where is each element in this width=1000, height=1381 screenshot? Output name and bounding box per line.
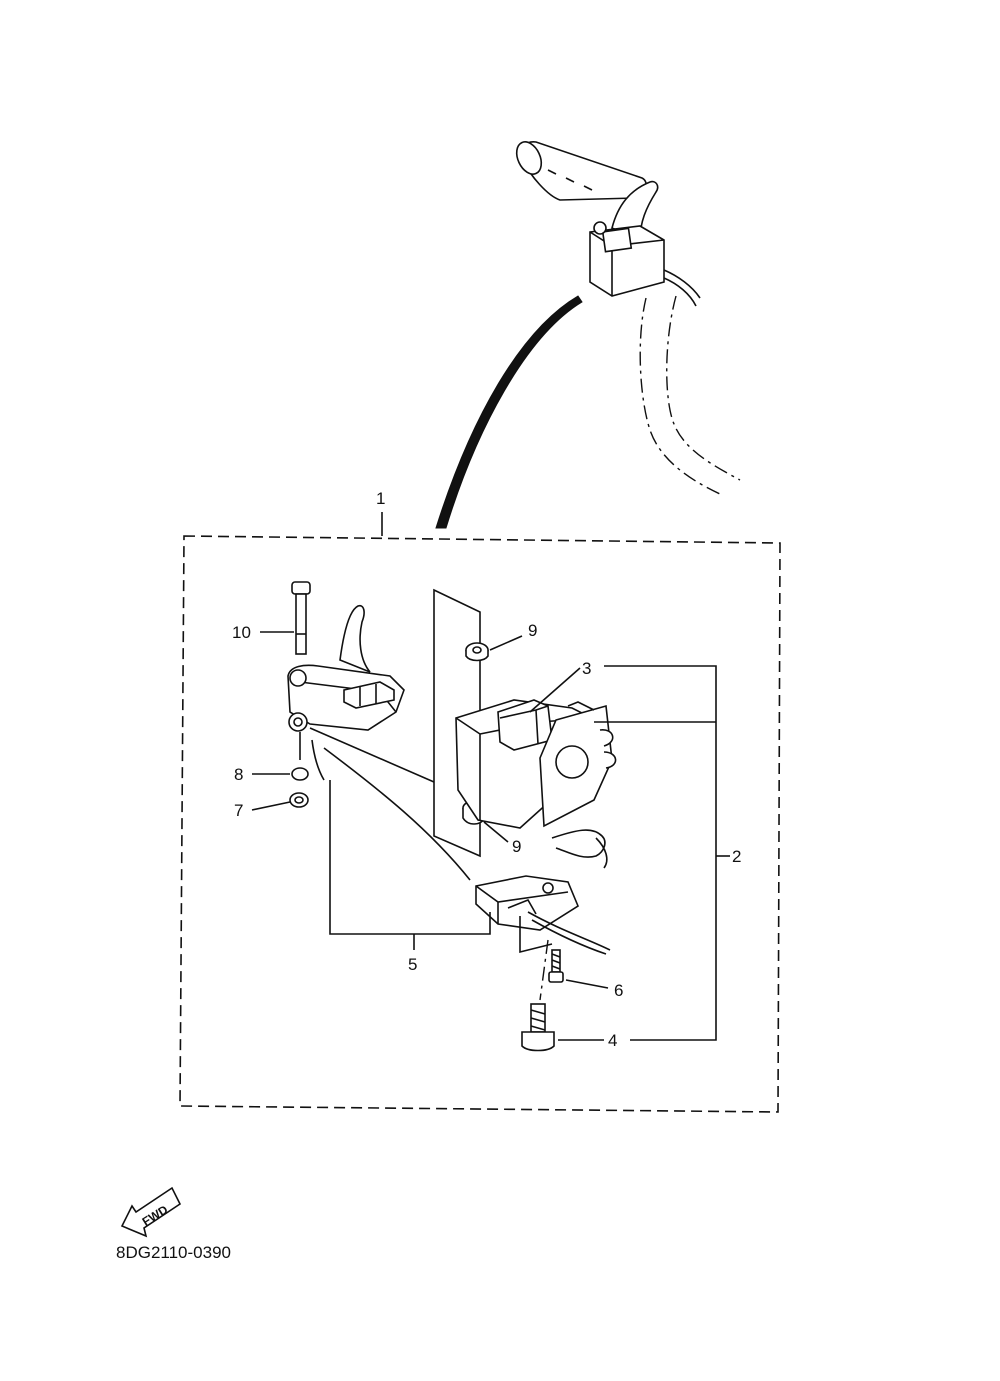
- assembly-box: [179, 535, 781, 1113]
- callout-4: 4: [608, 1031, 617, 1050]
- callout-1: 1: [376, 489, 385, 508]
- drawing-code: 8DG2110-0390: [116, 1243, 231, 1262]
- part-washer-7: [289, 792, 309, 808]
- part-lever-bracket: [287, 604, 405, 781]
- callout-2: 2: [732, 847, 741, 866]
- callout-5: 5: [408, 955, 417, 974]
- callout-9-top: 9: [528, 621, 537, 640]
- callout-7: 7: [234, 801, 243, 820]
- fwd-arrow-icon: FWD: [120, 1186, 182, 1238]
- callout-3: 3: [582, 659, 591, 678]
- part-grommet-9-top: [465, 642, 489, 662]
- callout-10: 10: [232, 623, 251, 642]
- part-bolt-10: [291, 581, 311, 655]
- part-switch-housing-3: [455, 699, 617, 869]
- callout-8: 8: [234, 765, 243, 784]
- part-screw-6: [548, 949, 564, 983]
- part-washer-8: [291, 767, 309, 781]
- leader-curve: [435, 295, 583, 529]
- part-switch-5: [475, 875, 611, 955]
- callout-6: 6: [614, 981, 623, 1000]
- part-plate: [433, 588, 481, 858]
- part-bolt-4: [521, 1003, 555, 1052]
- callout-9-bottom: 9: [512, 837, 521, 856]
- handlebar-assembly: [515, 141, 741, 495]
